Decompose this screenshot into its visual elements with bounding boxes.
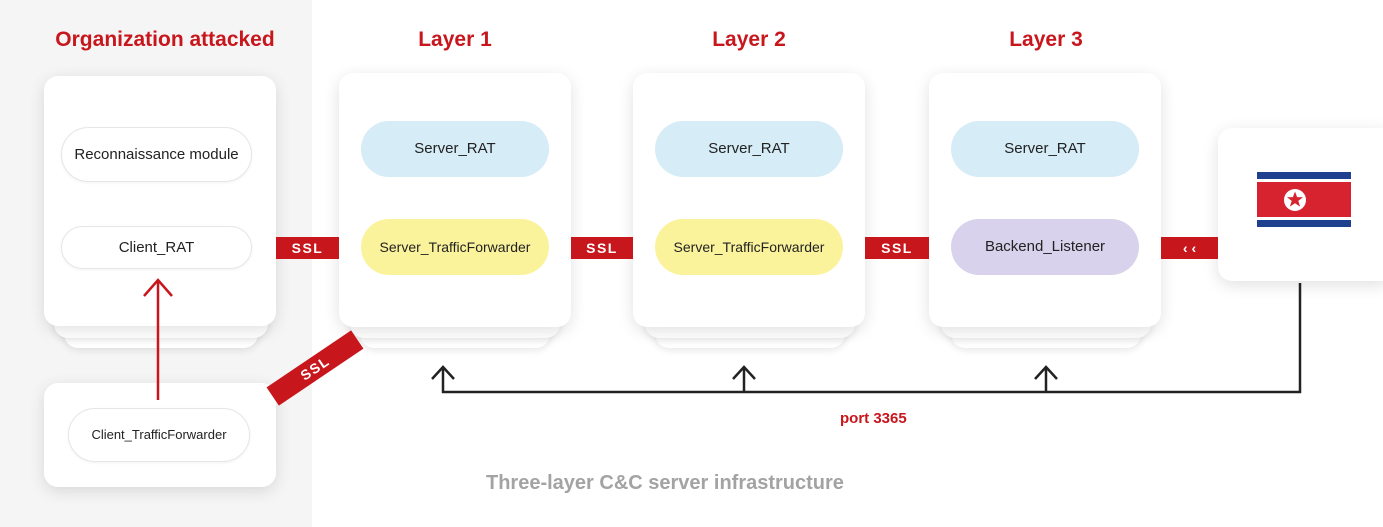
north-korea-flag-icon (1257, 172, 1351, 227)
layer2-forwarder-pill: Server_TrafficForwarder (655, 219, 843, 275)
diagram-caption: Three-layer C&C server infrastructure (486, 472, 844, 494)
layer1-card (339, 73, 571, 327)
arrow-up-icon (1034, 365, 1058, 380)
port-label: port 3365 (840, 410, 907, 427)
client-forwarder-pill: Client_TrafficForwarder (68, 408, 250, 462)
inbound-link-chevrons: ‹ ‹ (1161, 237, 1218, 259)
port-path-line (441, 283, 1302, 394)
arrow-up-icon (431, 365, 455, 380)
layer3-heading: Layer 3 (1009, 28, 1083, 51)
layer2-heading: Layer 2 (712, 28, 786, 51)
ssl-link-layer2-layer3: SSL (865, 237, 929, 259)
layer3-backend-listener-pill: Backend_Listener (951, 219, 1139, 275)
org-heading: Organization attacked (55, 28, 275, 51)
layer2-card (633, 73, 865, 327)
ssl-link-org-layer1: SSL (276, 237, 339, 259)
recon-module-pill: Reconnaissance module (61, 127, 252, 182)
client-arrow-up-icon (143, 278, 173, 297)
arrow-up-icon (732, 365, 756, 380)
layer1-heading: Layer 1 (418, 28, 492, 51)
client-rat-pill: Client_RAT (61, 226, 252, 269)
org-card (44, 76, 276, 326)
layer3-card (929, 73, 1161, 327)
ssl-link-layer1-layer2: SSL (571, 237, 633, 259)
layer3-server-rat-pill: Server_RAT (951, 121, 1139, 177)
layer1-server-rat-pill: Server_RAT (361, 121, 549, 177)
layer2-server-rat-pill: Server_RAT (655, 121, 843, 177)
layer1-forwarder-pill: Server_TrafficForwarder (361, 219, 549, 275)
